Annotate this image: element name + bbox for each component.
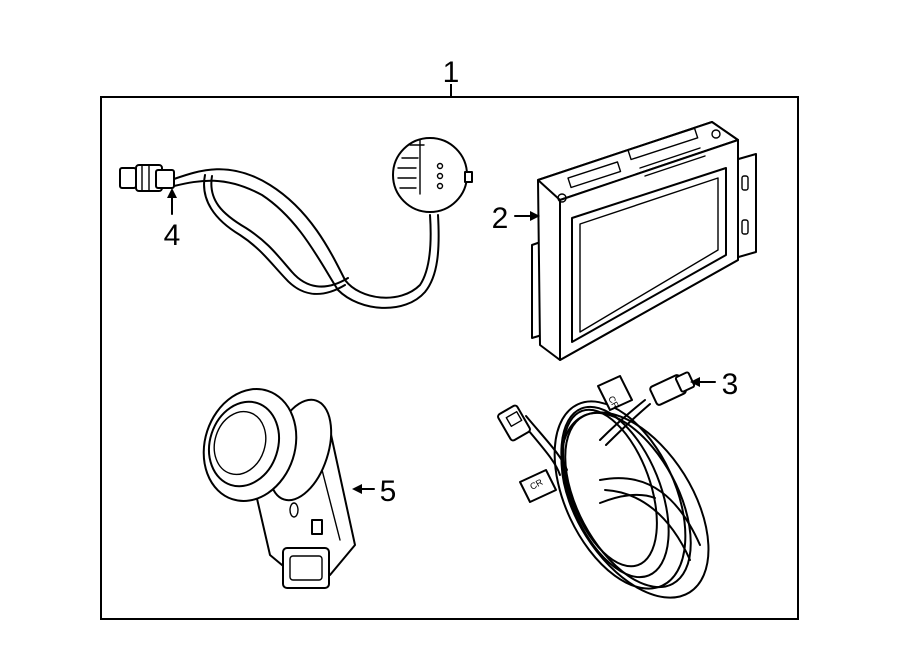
antenna-part <box>119 137 473 309</box>
callout-1: 1 <box>443 56 460 89</box>
callout-3: 3 <box>722 368 739 401</box>
harness-part: CR CR <box>497 371 710 599</box>
callout-4: 4 <box>164 219 181 252</box>
callout-2: 2 <box>492 202 509 235</box>
assembly-frame <box>100 96 799 620</box>
sensor-part <box>202 388 356 589</box>
module-part <box>531 121 757 361</box>
callout-5: 5 <box>380 475 397 508</box>
